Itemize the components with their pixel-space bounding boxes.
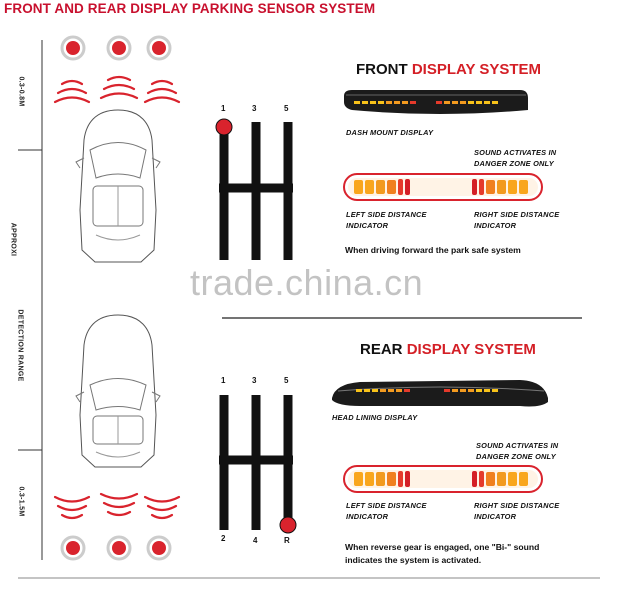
front-system-title: FRONT DISPLAY SYSTEM <box>356 61 541 78</box>
led-row-right <box>444 389 498 392</box>
gear-label: 3 <box>252 376 257 385</box>
rear-left-indicator-label: LEFT SIDE DISTANCE INDICATOR <box>346 500 427 522</box>
sensor-icon <box>60 35 86 61</box>
rear-sound-label: SOUND ACTIVATES IN DANGER ZONE ONLY <box>476 440 558 462</box>
label-line: LEFT SIDE DISTANCE <box>346 501 427 510</box>
gear-label: 1 <box>221 104 226 113</box>
sensor-icon <box>106 35 132 61</box>
led-row-right <box>436 101 498 104</box>
label-line: SOUND ACTIVATES IN <box>474 148 557 157</box>
active-gear-marker <box>279 516 297 534</box>
front-dash-display <box>344 90 528 114</box>
front-sensors <box>60 35 172 61</box>
led-row-left <box>356 389 410 392</box>
rear-car-illustration <box>75 314 161 468</box>
rear-note: When reverse gear is engaged, one "Bi-" … <box>345 541 539 567</box>
front-left-indicator-label: LEFT SIDE DISTANCE INDICATOR <box>346 209 427 231</box>
rear-sensor-waves <box>53 492 181 520</box>
label-line: DANGER ZONE ONLY <box>474 159 554 168</box>
note-line: indicates the system is activated. <box>345 555 482 565</box>
gear-label: 2 <box>221 534 226 543</box>
watermark: trade.china.cn <box>190 262 424 303</box>
note-line: When reverse gear is engaged, one "Bi-" … <box>345 542 540 552</box>
label-line: LEFT SIDE DISTANCE <box>346 210 427 219</box>
gear-label: 5 <box>284 376 289 385</box>
front-car-illustration <box>75 109 161 263</box>
right-indicator-bars <box>472 471 528 487</box>
sensor-icon <box>106 535 132 561</box>
front-title-accent: DISPLAY SYSTEM <box>411 61 542 78</box>
front-range-label: 0.3-0.8M <box>17 76 25 107</box>
front-gear-shift-diagram <box>215 118 293 260</box>
note-line: When driving forward the park safe syste… <box>345 245 521 255</box>
front-sensor-waves <box>53 75 181 104</box>
rear-range-label: 0.3-1.5M <box>17 486 25 517</box>
label-line: RIGHT SIDE DISTANCE <box>474 501 560 510</box>
side-label-detection-range: DETECTION RANGE <box>16 309 24 382</box>
front-right-indicator-label: RIGHT SIDE DISTANCE INDICATOR <box>474 209 559 231</box>
label-line: INDICATOR <box>346 512 389 521</box>
label-line: INDICATOR <box>474 512 517 521</box>
gear-label: 5 <box>284 104 289 113</box>
left-indicator-bars <box>354 179 410 195</box>
sensor-icon <box>146 535 172 561</box>
led-row-left <box>354 101 416 104</box>
label-line: DANGER ZONE ONLY <box>476 452 556 461</box>
left-indicator-bars <box>354 471 410 487</box>
label-line: SOUND ACTIVATES IN <box>476 441 559 450</box>
rear-system-title: REAR DISPLAY SYSTEM <box>360 341 536 358</box>
rear-headlining-display <box>332 380 548 407</box>
front-title-plain: FRONT <box>356 61 408 78</box>
sensor-icon <box>60 535 86 561</box>
gear-label: 3 <box>252 104 257 113</box>
right-indicator-bars <box>472 179 528 195</box>
dash-mount-display-label: DASH MOUNT DISPLAY <box>346 128 434 137</box>
rear-title-accent: DISPLAY SYSTEM <box>406 341 536 358</box>
label-line: RIGHT SIDE DISTANCE <box>474 210 560 219</box>
sensor-icon <box>146 35 172 61</box>
gear-label: 4 <box>253 536 258 545</box>
rear-right-indicator-label: RIGHT SIDE DISTANCE INDICATOR <box>474 500 559 522</box>
front-distance-indicator <box>343 173 543 201</box>
rear-sensors <box>60 535 172 561</box>
label-line: INDICATOR <box>346 221 389 230</box>
gear-label: 1 <box>221 376 226 385</box>
front-note: When driving forward the park safe syste… <box>345 244 521 257</box>
front-sound-label: SOUND ACTIVATES IN DANGER ZONE ONLY <box>474 147 556 169</box>
active-gear-marker <box>215 118 233 136</box>
label-line: INDICATOR <box>474 221 517 230</box>
rear-distance-indicator <box>343 465 543 493</box>
page-title: FRONT AND REAR DISPLAY PARKING SENSOR SY… <box>4 1 376 16</box>
rear-gear-shift-diagram <box>219 395 297 534</box>
head-lining-display-label: HEAD LINING DISPLAY <box>332 413 418 422</box>
side-label-approx: APPROXI <box>9 222 17 257</box>
gear-label: R <box>284 536 290 545</box>
rear-title-plain: REAR <box>360 341 403 358</box>
